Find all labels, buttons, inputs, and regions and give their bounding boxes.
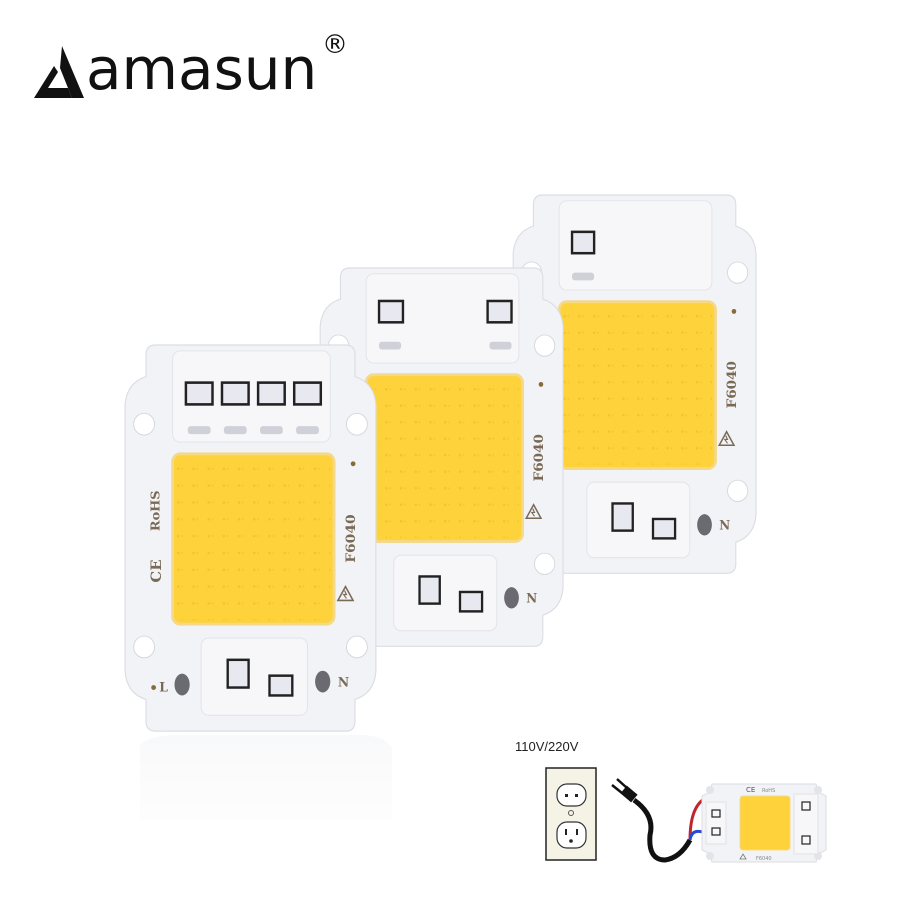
model-label: F6040 [725,361,740,408]
terminal-l-label: L [159,679,168,694]
brand-logo: amasun ® [32,28,348,103]
ce-mark: CE [148,559,165,582]
mini-rohs-mark: RoHS [762,788,775,794]
power-plug-icon [611,778,638,803]
triangle-a-icon [34,46,84,98]
terminal-n-label: N [338,674,350,689]
wall-outlet-icon [545,767,597,861]
terminal-n-label: N [719,517,730,532]
brand-name: amasun [86,35,318,103]
mini-cob-chip: CE RoHS F6040 [701,783,827,863]
power-cable [632,797,693,863]
model-label: F6040 [532,434,547,481]
rohs-mark: RoHS [148,490,163,531]
chip-reflection [120,735,420,835]
voltage-label: 110V/220V [515,739,579,754]
mini-ce-mark: CE [746,786,755,794]
mini-model-label: F6040 [756,856,772,862]
cob-led-chip-middle: F6040 N [318,266,565,648]
cob-led-chip-front: RoHS CE F6040 L N [123,343,378,733]
registered-mark: ® [322,30,348,60]
model-label: F6040 [343,514,359,562]
cob-led-chip-back: F6040 N [511,193,758,575]
terminal-n-label: N [526,590,537,605]
